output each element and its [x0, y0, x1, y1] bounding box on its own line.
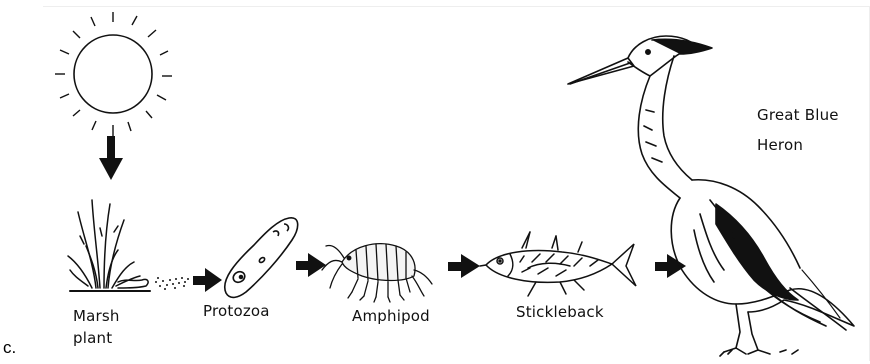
heron-icon	[568, 36, 854, 356]
organism-label-protozoa: Protozoa	[203, 300, 270, 322]
organism-label-stickleback: Stickleback	[516, 301, 604, 323]
organism-label-line: Heron	[757, 130, 839, 160]
organism-label-line: Amphipod	[352, 305, 430, 327]
marsh-plant-icon	[68, 200, 150, 291]
arrow-icon	[448, 254, 480, 278]
arrow-icon	[193, 268, 222, 292]
arrow-icon	[655, 254, 686, 278]
sun-icon	[55, 12, 172, 136]
arrow-icon	[99, 136, 123, 180]
organism-label-line: plant	[73, 327, 120, 349]
organism-label-line: Protozoa	[203, 300, 270, 322]
figure-letter-label: c.	[3, 338, 16, 358]
organism-label-line: Stickleback	[516, 301, 604, 323]
organism-label-amphipod: Amphipod	[352, 305, 430, 327]
protozoa-icon	[225, 218, 298, 298]
detritus-dots	[155, 277, 189, 290]
amphipod-icon	[322, 244, 432, 302]
organism-label-marsh-plant: Marsh plant	[73, 305, 120, 349]
organism-label-great-blue-heron: Great Blue Heron	[757, 100, 839, 160]
arrow-icon	[296, 253, 326, 277]
organism-label-line: Great Blue	[757, 100, 839, 130]
organism-label-line: Marsh	[73, 305, 120, 327]
stickleback-icon	[480, 232, 636, 296]
